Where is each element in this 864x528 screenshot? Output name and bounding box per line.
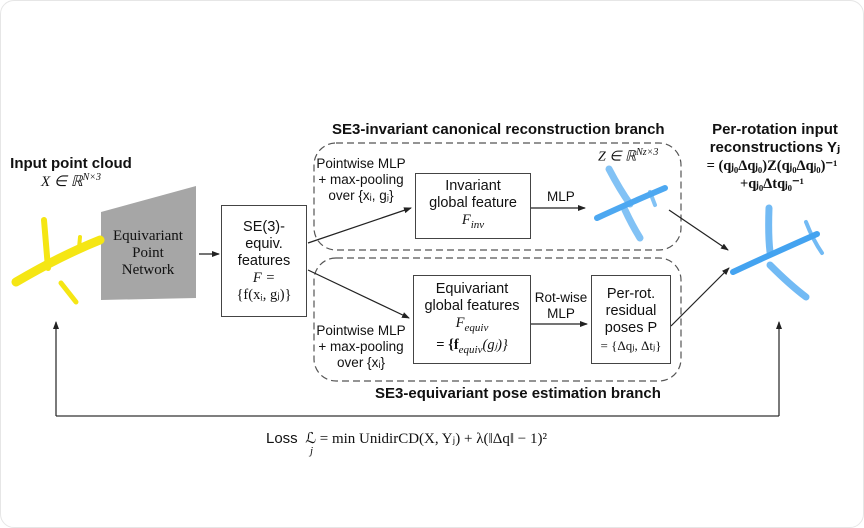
input-formula-sup: N×3 — [82, 172, 102, 183]
equivariant-feature-box: Equivariant global features Fequiv = {fe… — [413, 275, 531, 364]
se3-box-line: equiv. — [245, 235, 283, 252]
input-formula: X ∈ ℝN×3 — [6, 172, 136, 191]
output-point-cloud — [730, 204, 824, 301]
se3-box-formula: F = — [252, 269, 276, 286]
loss-min-subscript: j — [310, 445, 314, 457]
output-title-line: Per-rotation input — [712, 121, 838, 138]
arrow-features-to-invariant — [307, 207, 412, 244]
input-point-cloud — [11, 217, 105, 305]
network-label-line: Network — [121, 262, 175, 278]
residual-poses-box: Per-rot. residual poses P = {Δqⱼ, Δtⱼ} — [591, 275, 671, 364]
invariant-box-formula: Finv — [462, 212, 484, 234]
input-title: Input point cloud — [10, 155, 132, 172]
rot-wise-mlp-label: Rot-wise MLP — [534, 290, 588, 322]
pose-box-line: Per-rot. — [606, 285, 656, 302]
formula-sub: inv — [470, 218, 485, 231]
formula-main: F — [461, 212, 471, 229]
pooling-line: over {xᵢ} — [337, 355, 385, 370]
invariant-feature-box: Invariant global feature Finv — [415, 173, 531, 239]
output-formula: = (qⱼ₀Δqⱼ₀)Z(qⱼ₀Δqⱼ₀)⁻¹ +qⱼ₀Δtqⱼ₀⁻¹ — [680, 157, 864, 193]
equivariant-box-formula: Fequiv — [456, 315, 489, 337]
equivariant-branch-title: SE3-equivariant pose estimation branch — [375, 385, 661, 402]
formula-sub: equiv — [464, 321, 489, 334]
loss-label: Loss — [266, 430, 298, 447]
invariant-branch-title: SE3-invariant canonical reconstruction b… — [332, 121, 665, 138]
invariant-pooling-label: Pointwise MLP + max-pooling over {xᵢ, gⱼ… — [316, 156, 406, 204]
loss-equation: ℒ = min UnidirCD(X, Yⱼ) + λ(‖Δq‖ − 1)² — [305, 431, 548, 447]
pose-box-formula: = {Δqⱼ, Δtⱼ} — [600, 337, 662, 353]
canonical-formula: Z ∈ ℝNz×3 — [598, 147, 658, 166]
pooling-line: + max-pooling — [318, 172, 404, 187]
se3-features-box: SE(3)- equiv. features F = {f(xᵢ, gⱼ)} — [221, 205, 307, 317]
rot-mlp-line: MLP — [547, 306, 575, 321]
network-label-line: Equivariant — [113, 228, 183, 244]
arrow-canonical-to-output — [668, 209, 729, 251]
equivariant-box-line: global features — [424, 297, 520, 314]
output-formula-line: +qⱼ₀Δtqⱼ₀⁻¹ — [739, 176, 805, 192]
se3-box-line: SE(3)- — [243, 218, 285, 235]
output-title-line: reconstructions Yⱼ — [709, 139, 841, 156]
input-formula-text: X ∈ ℝ — [40, 174, 83, 190]
equivariant-box-formula-set: = {fequiv(gⱼ)} — [436, 337, 508, 359]
canonical-point-cloud — [594, 165, 668, 242]
network-label: Equivariant Point Network — [100, 228, 196, 279]
equivariant-pooling-label: Pointwise MLP + max-pooling over {xᵢ} — [316, 323, 406, 371]
network-label-line: Point — [132, 245, 164, 261]
se3-box-line: features — [237, 252, 291, 269]
formula-main: F — [455, 314, 465, 331]
output-formula-line: = (qⱼ₀Δqⱼ₀)Z(qⱼ₀Δqⱼ₀)⁻¹ — [706, 158, 838, 174]
canonical-formula-sup: Nz×3 — [636, 147, 659, 158]
se3-box-formula-set: {f(xᵢ, gⱼ)} — [236, 286, 292, 303]
equivariant-box-line: Equivariant — [435, 280, 509, 297]
output-title: Per-rotation input reconstructions Yⱼ — [690, 121, 860, 157]
invariant-box-line: Invariant — [445, 178, 501, 195]
mlp-label: MLP — [547, 189, 575, 204]
arrow-features-to-equivariant — [307, 269, 410, 319]
invariant-branch-box — [313, 142, 682, 251]
pooling-line: Pointwise MLP — [316, 323, 406, 338]
invariant-box-line: global feature — [429, 195, 517, 212]
pose-box-line: poses P — [604, 319, 658, 336]
formula-set-tail: (gⱼ)} — [482, 336, 508, 353]
formula-set-sub: equiv — [458, 343, 483, 356]
pooling-line: Pointwise MLP — [316, 156, 406, 171]
canonical-formula-text: Z ∈ ℝ — [598, 149, 637, 165]
pooling-line: + max-pooling — [318, 339, 404, 354]
loss-formula: Loss ℒ = min UnidirCD(X, Yⱼ) + λ(‖Δq‖ − … — [266, 429, 547, 448]
equivariant-branch-box — [313, 257, 682, 382]
arrow-poses-to-output — [670, 267, 730, 327]
pose-box-line: residual — [605, 302, 657, 319]
rot-mlp-line: Rot-wise — [534, 290, 588, 305]
formula-set-main: = {f — [436, 336, 459, 353]
equivariant-point-network-shape — [101, 186, 196, 300]
pooling-line: over {xᵢ, gⱼ} — [328, 188, 394, 203]
